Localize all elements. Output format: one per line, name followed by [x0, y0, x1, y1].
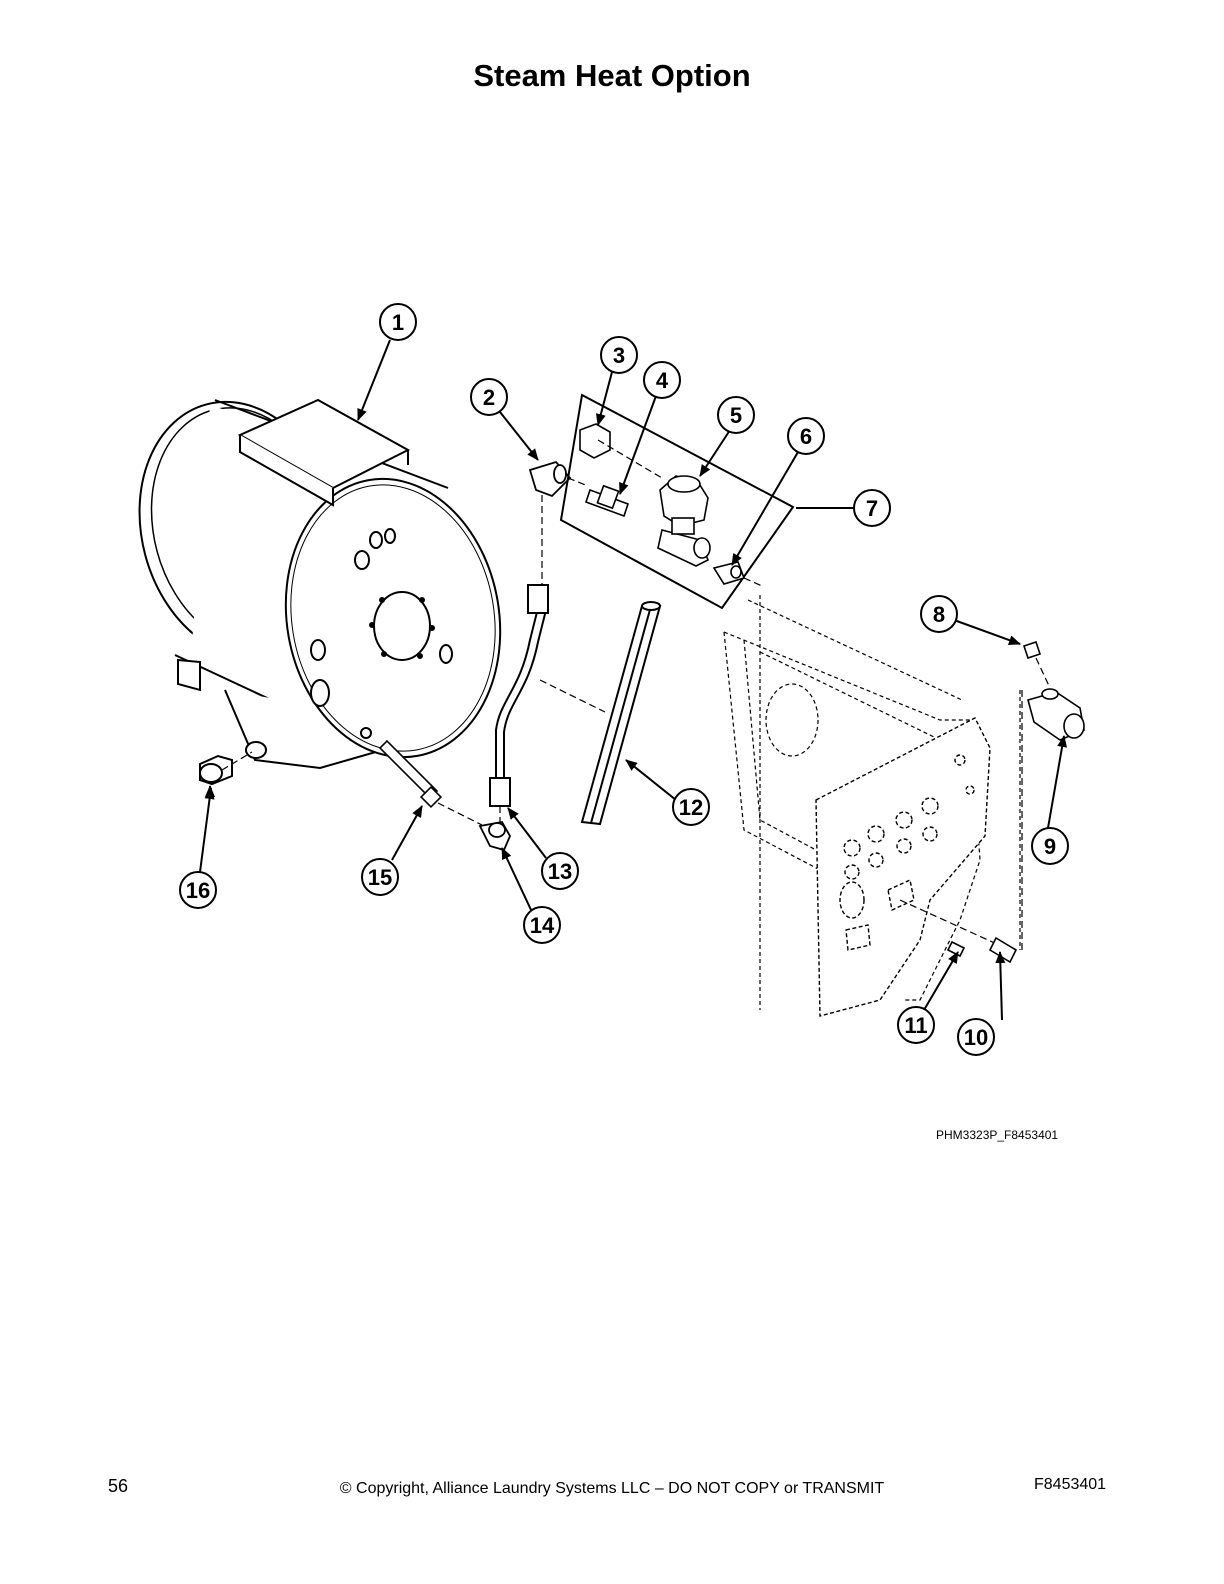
callout-16: 16 — [179, 871, 217, 909]
figure-reference: PHM3323P_F8453401 — [936, 1128, 1059, 1142]
valve-kit-outline — [559, 393, 795, 610]
svg-text:1: 1 — [392, 310, 404, 335]
callout-2: 2 — [470, 378, 508, 416]
control-panel — [815, 717, 991, 1017]
callout-5: 5 — [717, 396, 755, 434]
pipe-nipple — [378, 739, 443, 809]
bolt-and-nipple — [946, 936, 1018, 964]
svg-text:3: 3 — [613, 343, 625, 368]
callout-14: 14 — [523, 906, 561, 944]
svg-text:5: 5 — [730, 403, 742, 428]
svg-text:12: 12 — [679, 795, 703, 820]
callout-13: 13 — [541, 852, 579, 890]
svg-text:11: 11 — [904, 1013, 927, 1038]
callout-12: 12 — [672, 788, 710, 826]
svg-text:9: 9 — [1044, 834, 1056, 859]
plug-and-strainer — [1022, 640, 1085, 741]
valve-parts — [579, 423, 746, 585]
callout-7: 7 — [853, 489, 891, 527]
svg-text:7: 7 — [866, 496, 878, 521]
callout-8: 8 — [920, 595, 958, 633]
svg-text:13: 13 — [548, 859, 572, 884]
svg-text:16: 16 — [186, 878, 210, 903]
steam-hose — [489, 584, 549, 807]
page-title: Steam Heat Option — [473, 58, 751, 93]
document-number: F8453401 — [1034, 1476, 1107, 1493]
copyright-notice: © Copyright, Alliance Laundry Systems LL… — [339, 1480, 885, 1497]
svg-text:14: 14 — [530, 913, 555, 938]
drain-cap — [199, 754, 233, 786]
callout-3: 3 — [600, 336, 638, 374]
top-elbow — [528, 460, 572, 498]
leader-lines — [199, 339, 1068, 1021]
callout-1: 1 — [379, 303, 417, 341]
svg-text:15: 15 — [368, 865, 392, 890]
drum-assembly — [138, 398, 502, 770]
svg-text:10: 10 — [964, 1025, 988, 1050]
page-number: 56 — [108, 1476, 129, 1496]
svg-text:6: 6 — [800, 424, 812, 449]
callout-9: 9 — [1031, 827, 1069, 865]
callout-6: 6 — [787, 417, 825, 455]
callout-11: 11 — [897, 1006, 935, 1044]
callout-4: 4 — [643, 361, 681, 399]
callout-10: 10 — [957, 1018, 995, 1056]
svg-text:8: 8 — [933, 602, 945, 627]
pipe-cover — [580, 601, 662, 826]
svg-text:4: 4 — [656, 368, 669, 393]
callout-15: 15 — [361, 858, 399, 896]
elbow-fitting — [478, 821, 512, 852]
mounting-panel — [723, 595, 1021, 1010]
svg-text:2: 2 — [483, 385, 495, 410]
